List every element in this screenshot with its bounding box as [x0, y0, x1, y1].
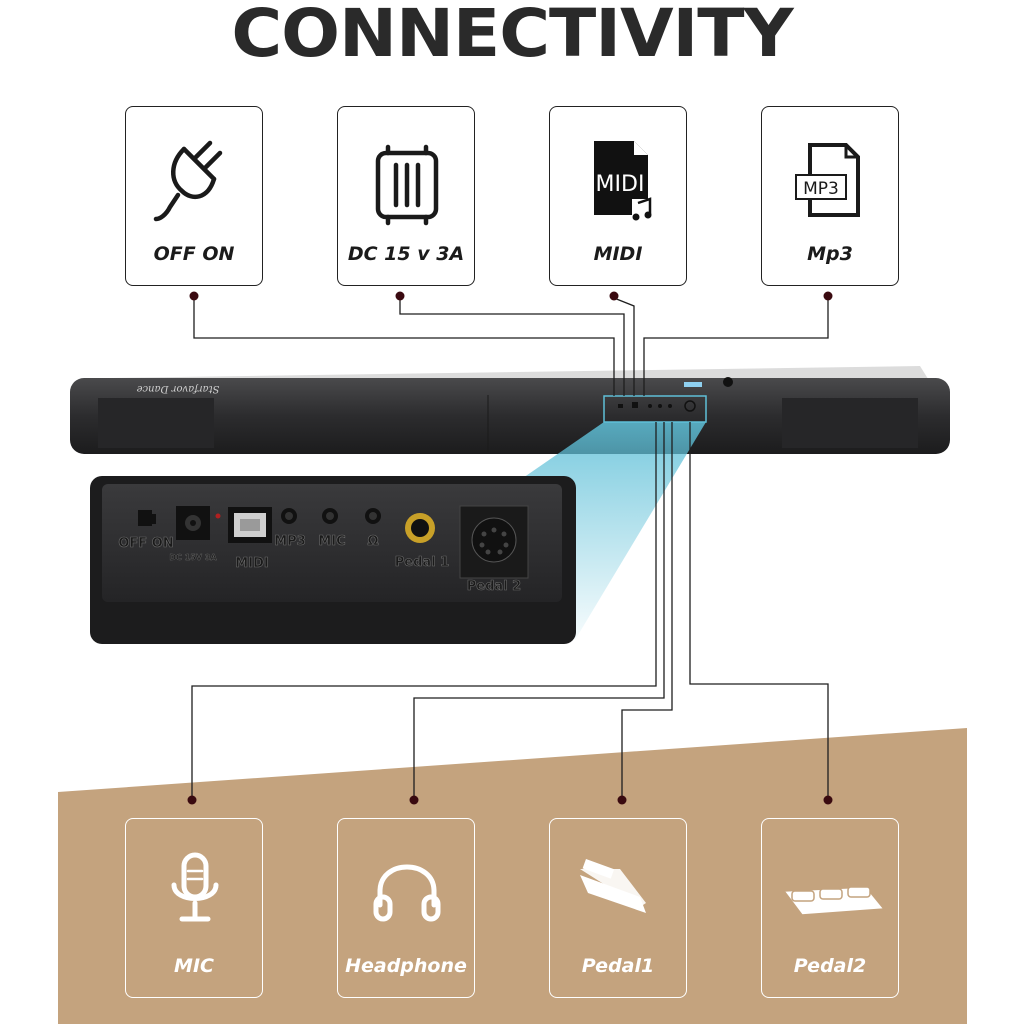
connector-lines — [191, 297, 829, 800]
midi-file-icon: MIDI — [594, 141, 652, 221]
keyboard-brand: Starfavor Dance — [136, 383, 219, 394]
port-card-headphone: Headphone — [337, 818, 475, 998]
panel-label-mic: MIC — [318, 534, 345, 549]
rear-panel — [90, 476, 576, 644]
port-label-offon: OFF ON — [153, 243, 235, 265]
port-card-pedal1: Pedal1 — [549, 818, 687, 998]
panel-label-mp3: MP3 — [274, 534, 306, 549]
port-label-midi: MIDI — [593, 243, 643, 265]
sustain-pedal-icon — [580, 859, 646, 913]
port-label-headphone: Headphone — [345, 955, 467, 977]
connector-dots — [187, 291, 833, 805]
port-label-pedal2: Pedal2 — [793, 955, 867, 977]
power-adapter-icon — [375, 144, 439, 226]
headphone-icon — [373, 864, 441, 922]
panel-label-headphone: Ω — [367, 534, 378, 549]
port-label-dc: DC 15 v 3A — [347, 243, 465, 265]
svg-text:MP3: MP3 — [803, 179, 839, 199]
page-title: CONNECTIVITY — [231, 0, 793, 72]
port-card-pedal2: Pedal2 — [761, 818, 899, 998]
port-label-pedal1: Pedal1 — [581, 955, 655, 977]
triple-pedal-icon — [782, 886, 886, 916]
panel-label-pedal2: Pedal 2 — [467, 579, 521, 594]
port-card-mic: MIC — [125, 818, 263, 998]
port-card-mp3: MP3 Mp3 — [761, 106, 899, 286]
panel-label-offon: OFF ON — [118, 536, 173, 551]
port-label-mic: MIC — [174, 955, 214, 977]
port-card-midi: MIDI MIDI — [549, 106, 687, 286]
power-plug-icon — [153, 140, 223, 222]
panel-label-dc: DC 15V 3A — [169, 553, 217, 562]
port-label-mp3: Mp3 — [807, 243, 853, 265]
svg-text:MIDI: MIDI — [596, 172, 645, 197]
port-card-offon: OFF ON — [125, 106, 263, 286]
microphone-icon — [171, 852, 219, 922]
port-card-dc: DC 15 v 3A — [337, 106, 475, 286]
panel-label-midi: MIDI — [235, 556, 268, 571]
panel-label-pedal1: Pedal 1 — [395, 555, 449, 570]
beige-background — [58, 728, 967, 1024]
mp3-file-icon: MP3 — [795, 143, 860, 217]
keyboard — [70, 366, 950, 454]
